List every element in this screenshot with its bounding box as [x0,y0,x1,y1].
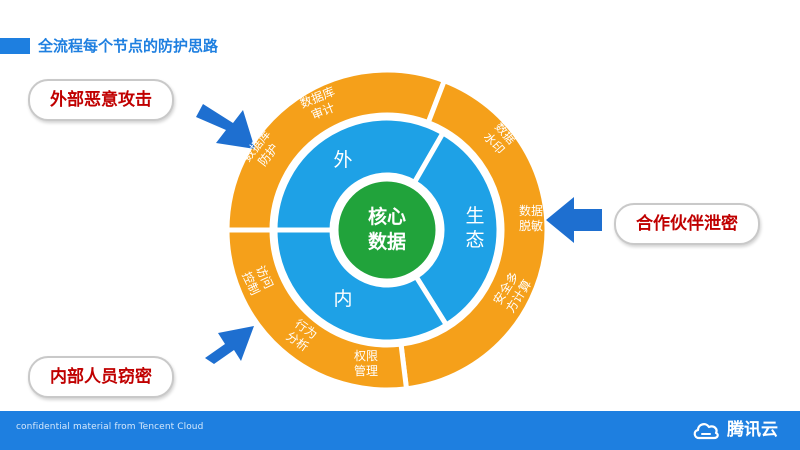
footer-bar: confidential material from Tencent Cloud… [0,411,800,450]
middle-label-eco-2: 态 [465,229,484,251]
outer-label-desensitize: 数据 脱敏 [519,203,543,233]
slide-title: 全流程每个节点的防护思路 [38,37,219,55]
outer-ring-segment-internal [224,227,409,393]
threat-external-attack: 外部恶意攻击 [28,79,174,121]
brand-name: 腾讯云 [727,420,778,440]
cloud-logo-icon [693,423,719,440]
arrow-internal-icon [205,326,254,364]
core-data-circle [335,178,439,282]
threat-arrows [196,104,602,364]
svg-text:数据: 数据 [519,203,543,218]
outer-label-perm-mgmt: 权限 管理 [354,349,378,378]
svg-text:管理: 管理 [354,363,378,378]
middle-ring-segment-outer [272,115,446,233]
middle-ring-segment-inner [272,227,449,345]
title-accent-bar [0,38,30,54]
middle-ring [272,115,502,345]
middle-label-eco-1: 生 [465,205,484,227]
outer-ring [224,67,550,393]
core-label-line2: 数据 [368,230,406,253]
footer-brand: 腾讯云 [691,417,778,443]
threat-partner-leak: 合作伙伴泄密 [614,203,760,245]
outer-ring-segment-external [224,67,447,233]
core-label-line1: 核心 [368,205,406,228]
middle-ring-segment-ecosystem [412,130,502,328]
middle-label-outer: 外 [333,149,352,171]
middle-label-inner: 内 [333,288,352,310]
svg-text:权限: 权限 [354,349,378,363]
threat-internal-theft: 内部人员窃密 [28,356,174,398]
arrow-partner-icon [546,197,602,243]
footer-confidential-note: confidential material from Tencent Cloud [16,422,204,432]
arrow-external-icon [196,104,255,149]
svg-text:脱敏: 脱敏 [519,218,543,233]
outer-ring-segment-ecosystem [398,78,550,392]
